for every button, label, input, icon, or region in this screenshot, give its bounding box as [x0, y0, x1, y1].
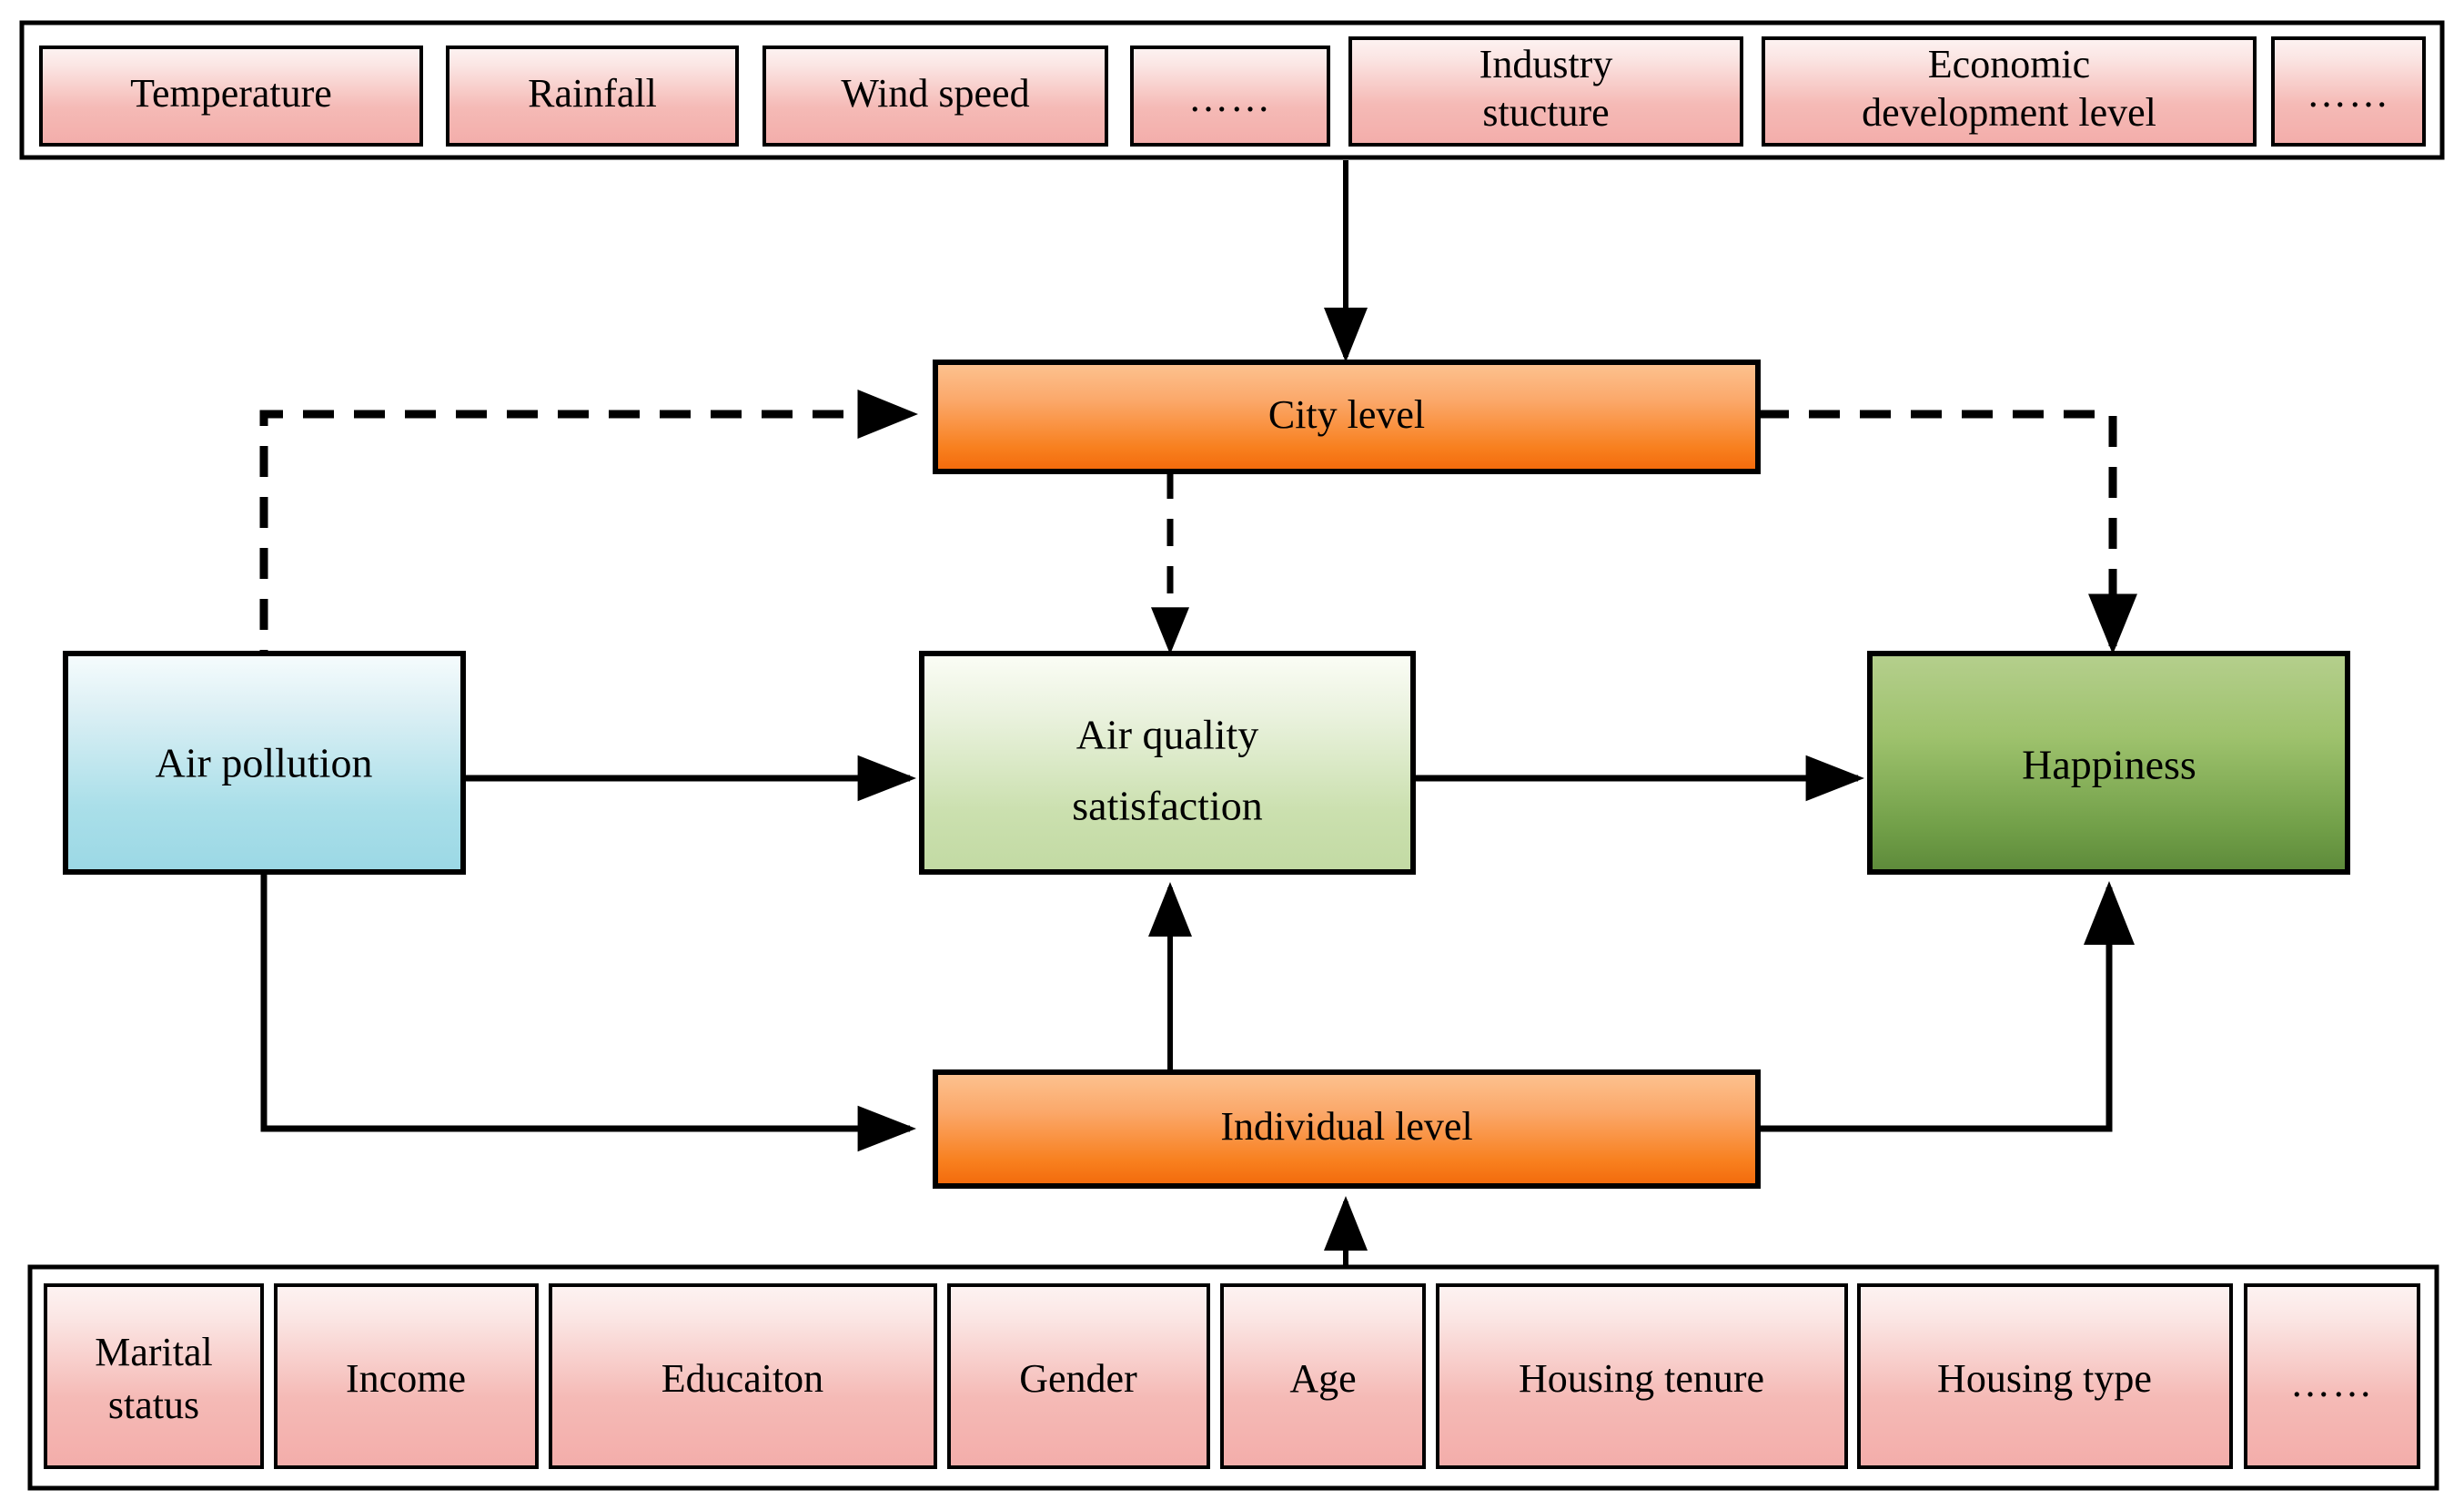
- factor-box-industry-structure[interactable]: Industry stucture: [1348, 36, 1743, 147]
- edge-city-level-to-happiness: [1758, 410, 2138, 654]
- ellipsis-icon-individual: ……: [2290, 1361, 2374, 1405]
- factor-label-temperature: Temperature: [130, 71, 332, 116]
- factor-box-ellipsis-city-2[interactable]: ……: [2271, 36, 2426, 147]
- ellipsis-icon-city: ……: [1188, 76, 1272, 120]
- factor-label-marital-line2: status: [108, 1383, 199, 1427]
- factor-label-gender: Gender: [1019, 1356, 1137, 1401]
- factor-box-ellipsis-city[interactable]: ……: [1130, 46, 1330, 147]
- factor-box-housing-type[interactable]: Housing type: [1857, 1283, 2233, 1469]
- node-label-individual-level: Individual level: [1220, 1104, 1472, 1149]
- factor-label-income: Income: [346, 1356, 466, 1401]
- factor-box-temperature[interactable]: Temperature: [39, 46, 423, 147]
- factor-label-economic-line1: Economic: [1928, 42, 2090, 86]
- node-label-air-quality-line1: Air quality: [1076, 712, 1259, 758]
- factor-box-rainfall[interactable]: Rainfall: [446, 46, 739, 147]
- city-factors-frame: [19, 20, 2445, 160]
- factor-label-housing-type: Housing type: [1937, 1356, 2152, 1401]
- factor-label-economic-line2: development level: [1862, 90, 2156, 135]
- factor-box-housing-tenure[interactable]: Housing tenure: [1436, 1283, 1848, 1469]
- factor-label-housing-tenure: Housing tenure: [1519, 1356, 1764, 1401]
- factor-box-wind-speed[interactable]: Wind speed: [762, 46, 1108, 147]
- node-individual-level[interactable]: Individual level: [933, 1069, 1761, 1189]
- factor-box-income[interactable]: Income: [274, 1283, 539, 1469]
- node-air-quality-satisfaction[interactable]: Air quality satisfaction: [919, 651, 1416, 875]
- individual-factors-frame: [27, 1264, 2439, 1491]
- factor-box-ellipsis-individual[interactable]: ……: [2244, 1283, 2420, 1469]
- factor-label-education: Educaiton: [661, 1356, 823, 1401]
- factor-label-age: Age: [1289, 1356, 1356, 1401]
- node-air-pollution[interactable]: Air pollution: [63, 651, 466, 875]
- factor-box-gender[interactable]: Gender: [947, 1283, 1210, 1469]
- node-label-air-quality-line2: satisfaction: [1072, 783, 1263, 829]
- individual-level-factors-group: Marital status Income Educaiton Gender: [27, 1264, 2439, 1491]
- ellipsis-icon-city-2: ……: [2307, 71, 2390, 116]
- city-level-factors-group: Temperature Rainfall Wind speed …… Indus…: [19, 20, 2445, 160]
- node-label-happiness: Happiness: [2022, 742, 2196, 788]
- factor-box-economic-development-level[interactable]: Economic development level: [1762, 36, 2257, 147]
- factor-box-age[interactable]: Age: [1220, 1283, 1426, 1469]
- edge-individual-level-to-happiness: [1758, 881, 2135, 1132]
- node-label-city-level: City level: [1268, 392, 1425, 437]
- factor-box-education[interactable]: Educaiton: [549, 1283, 937, 1469]
- factor-label-marital-line1: Marital: [95, 1330, 213, 1374]
- factor-label-rainfall: Rainfall: [528, 71, 657, 116]
- factor-label-industry-line2: stucture: [1482, 90, 1609, 135]
- node-label-air-pollution: Air pollution: [156, 740, 373, 786]
- factor-label-wind-speed: Wind speed: [841, 71, 1029, 116]
- edge-air-pollution-to-individual-level: [260, 875, 917, 1152]
- factor-box-marital-status[interactable]: Marital status: [44, 1283, 264, 1469]
- node-city-level[interactable]: City level: [933, 360, 1761, 474]
- node-happiness[interactable]: Happiness: [1867, 651, 2350, 875]
- factor-label-industry-line1: Industry: [1479, 42, 1613, 86]
